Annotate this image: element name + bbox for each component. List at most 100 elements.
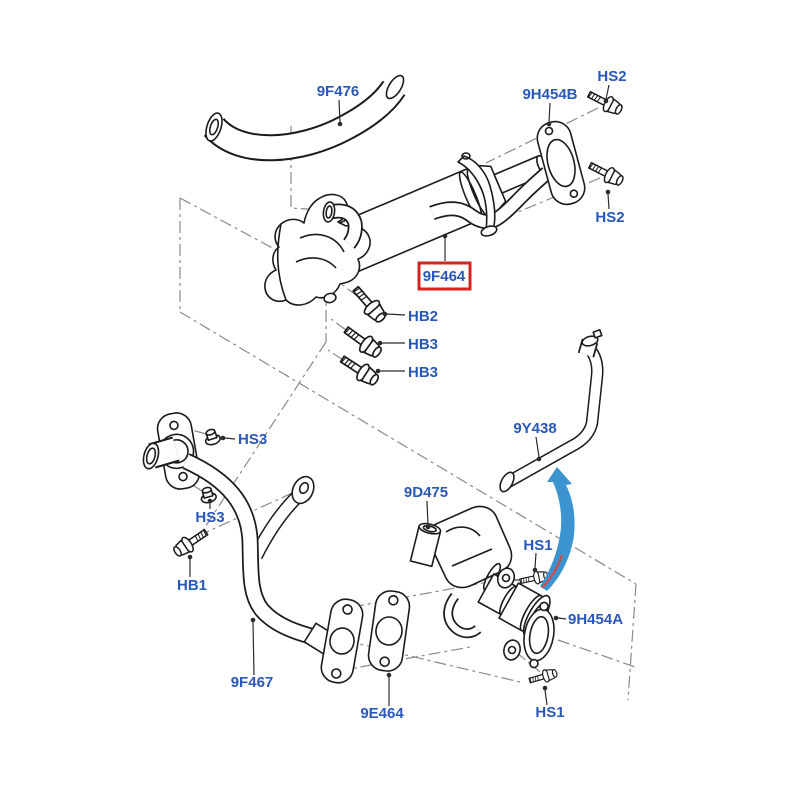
gasket-opening xyxy=(546,138,576,188)
bolt-hs2-lower xyxy=(585,157,627,190)
valve-ear-upper xyxy=(496,567,516,589)
flange-hole-top xyxy=(169,420,179,431)
leader-line-HS2-upper xyxy=(605,84,610,100)
hs1-lower-axis-line xyxy=(515,651,541,673)
bolt-hb2 xyxy=(347,281,391,327)
lower-right-diagonal xyxy=(557,639,639,669)
gasket-left-opening xyxy=(329,627,355,655)
pipe-branch-hole xyxy=(298,481,310,495)
flow-arrow-accent xyxy=(541,554,564,589)
valve-sensor-cap-inner xyxy=(422,524,437,533)
part-label-9H454A[interactable]: 9H454A xyxy=(568,611,623,628)
pipe-flange xyxy=(142,412,201,490)
gasket-9H454A xyxy=(523,601,555,669)
flow-arrow xyxy=(540,467,575,591)
callout-9H454B: 9H454B xyxy=(522,86,578,127)
vent-hose xyxy=(499,329,604,493)
callout-HS3-upper: HS3 xyxy=(220,431,267,448)
bolt-hs1-lower xyxy=(527,666,559,688)
leader-dot-HB1 xyxy=(187,554,193,560)
gasket-9H454A-inner xyxy=(528,615,550,655)
gasket-9E464 xyxy=(367,590,411,672)
bolt-hb1 xyxy=(169,524,212,561)
gasket-9E464-opening xyxy=(375,616,403,646)
leader-dot-9D475 xyxy=(425,524,431,530)
callout-9F467: 9F467 xyxy=(231,617,274,691)
callout-9H454A: 9H454A xyxy=(553,611,623,628)
leader-dot-9E464 xyxy=(386,672,392,678)
leader-line-HS2-lower xyxy=(607,193,610,210)
leader-dot-9H454B xyxy=(546,121,552,127)
gasket-bolt-hole-top xyxy=(544,126,554,136)
part-label-HB3-lower[interactable]: HB3 xyxy=(408,364,438,381)
hose-right-cap xyxy=(385,74,405,100)
flow-arrow-body xyxy=(540,467,575,591)
leader-line-9F476 xyxy=(338,99,341,123)
valve-ear-lower xyxy=(503,639,521,661)
part-label-HS1-upper[interactable]: HS1 xyxy=(523,537,552,554)
part-label-HS2-lower[interactable]: HS2 xyxy=(595,209,624,226)
leader-dot-HS2-upper xyxy=(603,98,609,104)
valve-ear-lower-hole xyxy=(507,645,517,655)
gasket-9E464-plate xyxy=(367,590,411,672)
part-label-9F464[interactable]: 9F464 xyxy=(423,268,466,285)
part-label-9H454B[interactable]: 9H454B xyxy=(522,86,577,103)
hs2-lower-axis-line xyxy=(517,177,601,213)
gasket-left-plate xyxy=(320,598,364,684)
leader-dot-9F464 xyxy=(442,233,448,239)
gasket-9H454A-tab-bottom xyxy=(529,658,539,669)
part-label-HS3-upper[interactable]: HS3 xyxy=(238,431,267,448)
vent-hose-outline xyxy=(504,348,604,488)
leader-dot-9F476 xyxy=(337,121,343,127)
callout-9D475: 9D475 xyxy=(404,484,448,530)
valve-body-detail-1 xyxy=(445,526,481,537)
part-label-9Y438[interactable]: 9Y438 xyxy=(513,420,556,437)
pipe-branch-paddle xyxy=(291,475,315,505)
valve-ear-upper-hole xyxy=(501,573,511,583)
upper-hose xyxy=(203,74,406,162)
part-label-9F467[interactable]: 9F467 xyxy=(231,674,274,691)
part-label-HS3-lower[interactable]: HS3 xyxy=(195,509,224,526)
callout-HS3-lower: HS3 xyxy=(195,498,225,526)
hose-fill xyxy=(205,81,404,160)
part-label-HB1[interactable]: HB1 xyxy=(177,577,207,594)
callout-9Y438: 9Y438 xyxy=(513,420,557,462)
artwork-layer xyxy=(142,74,627,688)
part-label-HS2-upper[interactable]: HS2 xyxy=(597,68,626,85)
leader-line-HB2 xyxy=(386,313,406,316)
leader-line-HS3-upper xyxy=(224,437,236,440)
flange-hole-bottom xyxy=(178,471,188,482)
gasket-9E464-hole-bottom xyxy=(379,656,390,667)
bracket-foot xyxy=(480,225,498,237)
part-label-HB3-upper[interactable]: HB3 xyxy=(408,336,438,353)
callout-HB3-lower: HB3 xyxy=(375,364,438,381)
part-label-HS1-lower[interactable]: HS1 xyxy=(535,704,564,721)
part-label-9E464[interactable]: 9E464 xyxy=(360,705,404,722)
lower-plane-diagonal xyxy=(299,629,521,683)
valve-hook-fill xyxy=(444,593,481,637)
callout-HB1: HB1 xyxy=(177,554,207,594)
leader-dot-HB3-upper xyxy=(377,340,383,346)
callout-9F464: 9F464 xyxy=(417,233,472,291)
inlet-elbow-fill xyxy=(328,205,361,248)
callout-HB2: HB2 xyxy=(382,308,438,325)
casting-detail-1 xyxy=(299,233,345,253)
leader-dot-HB3-lower xyxy=(375,368,381,374)
inlet-port-bore xyxy=(325,205,333,219)
callout-HS2-upper: HS2 xyxy=(597,68,627,104)
part-label-9D475[interactable]: 9D475 xyxy=(404,484,448,501)
casting-port xyxy=(323,292,337,304)
pipe-fill xyxy=(183,454,320,645)
leader-dot-HS2-lower xyxy=(605,189,611,195)
hose-clamp-screw xyxy=(592,329,603,339)
casting-detail-2 xyxy=(295,257,337,269)
callout-HB3-upper: HB3 xyxy=(377,336,438,353)
part-label-9F476[interactable]: 9F476 xyxy=(317,83,360,100)
valve-body-detail-2 xyxy=(451,548,493,567)
part-label-HB2[interactable]: HB2 xyxy=(408,308,438,325)
callout-9F476: 9F476 xyxy=(317,83,360,127)
highlight-box-9F464 xyxy=(417,261,472,291)
